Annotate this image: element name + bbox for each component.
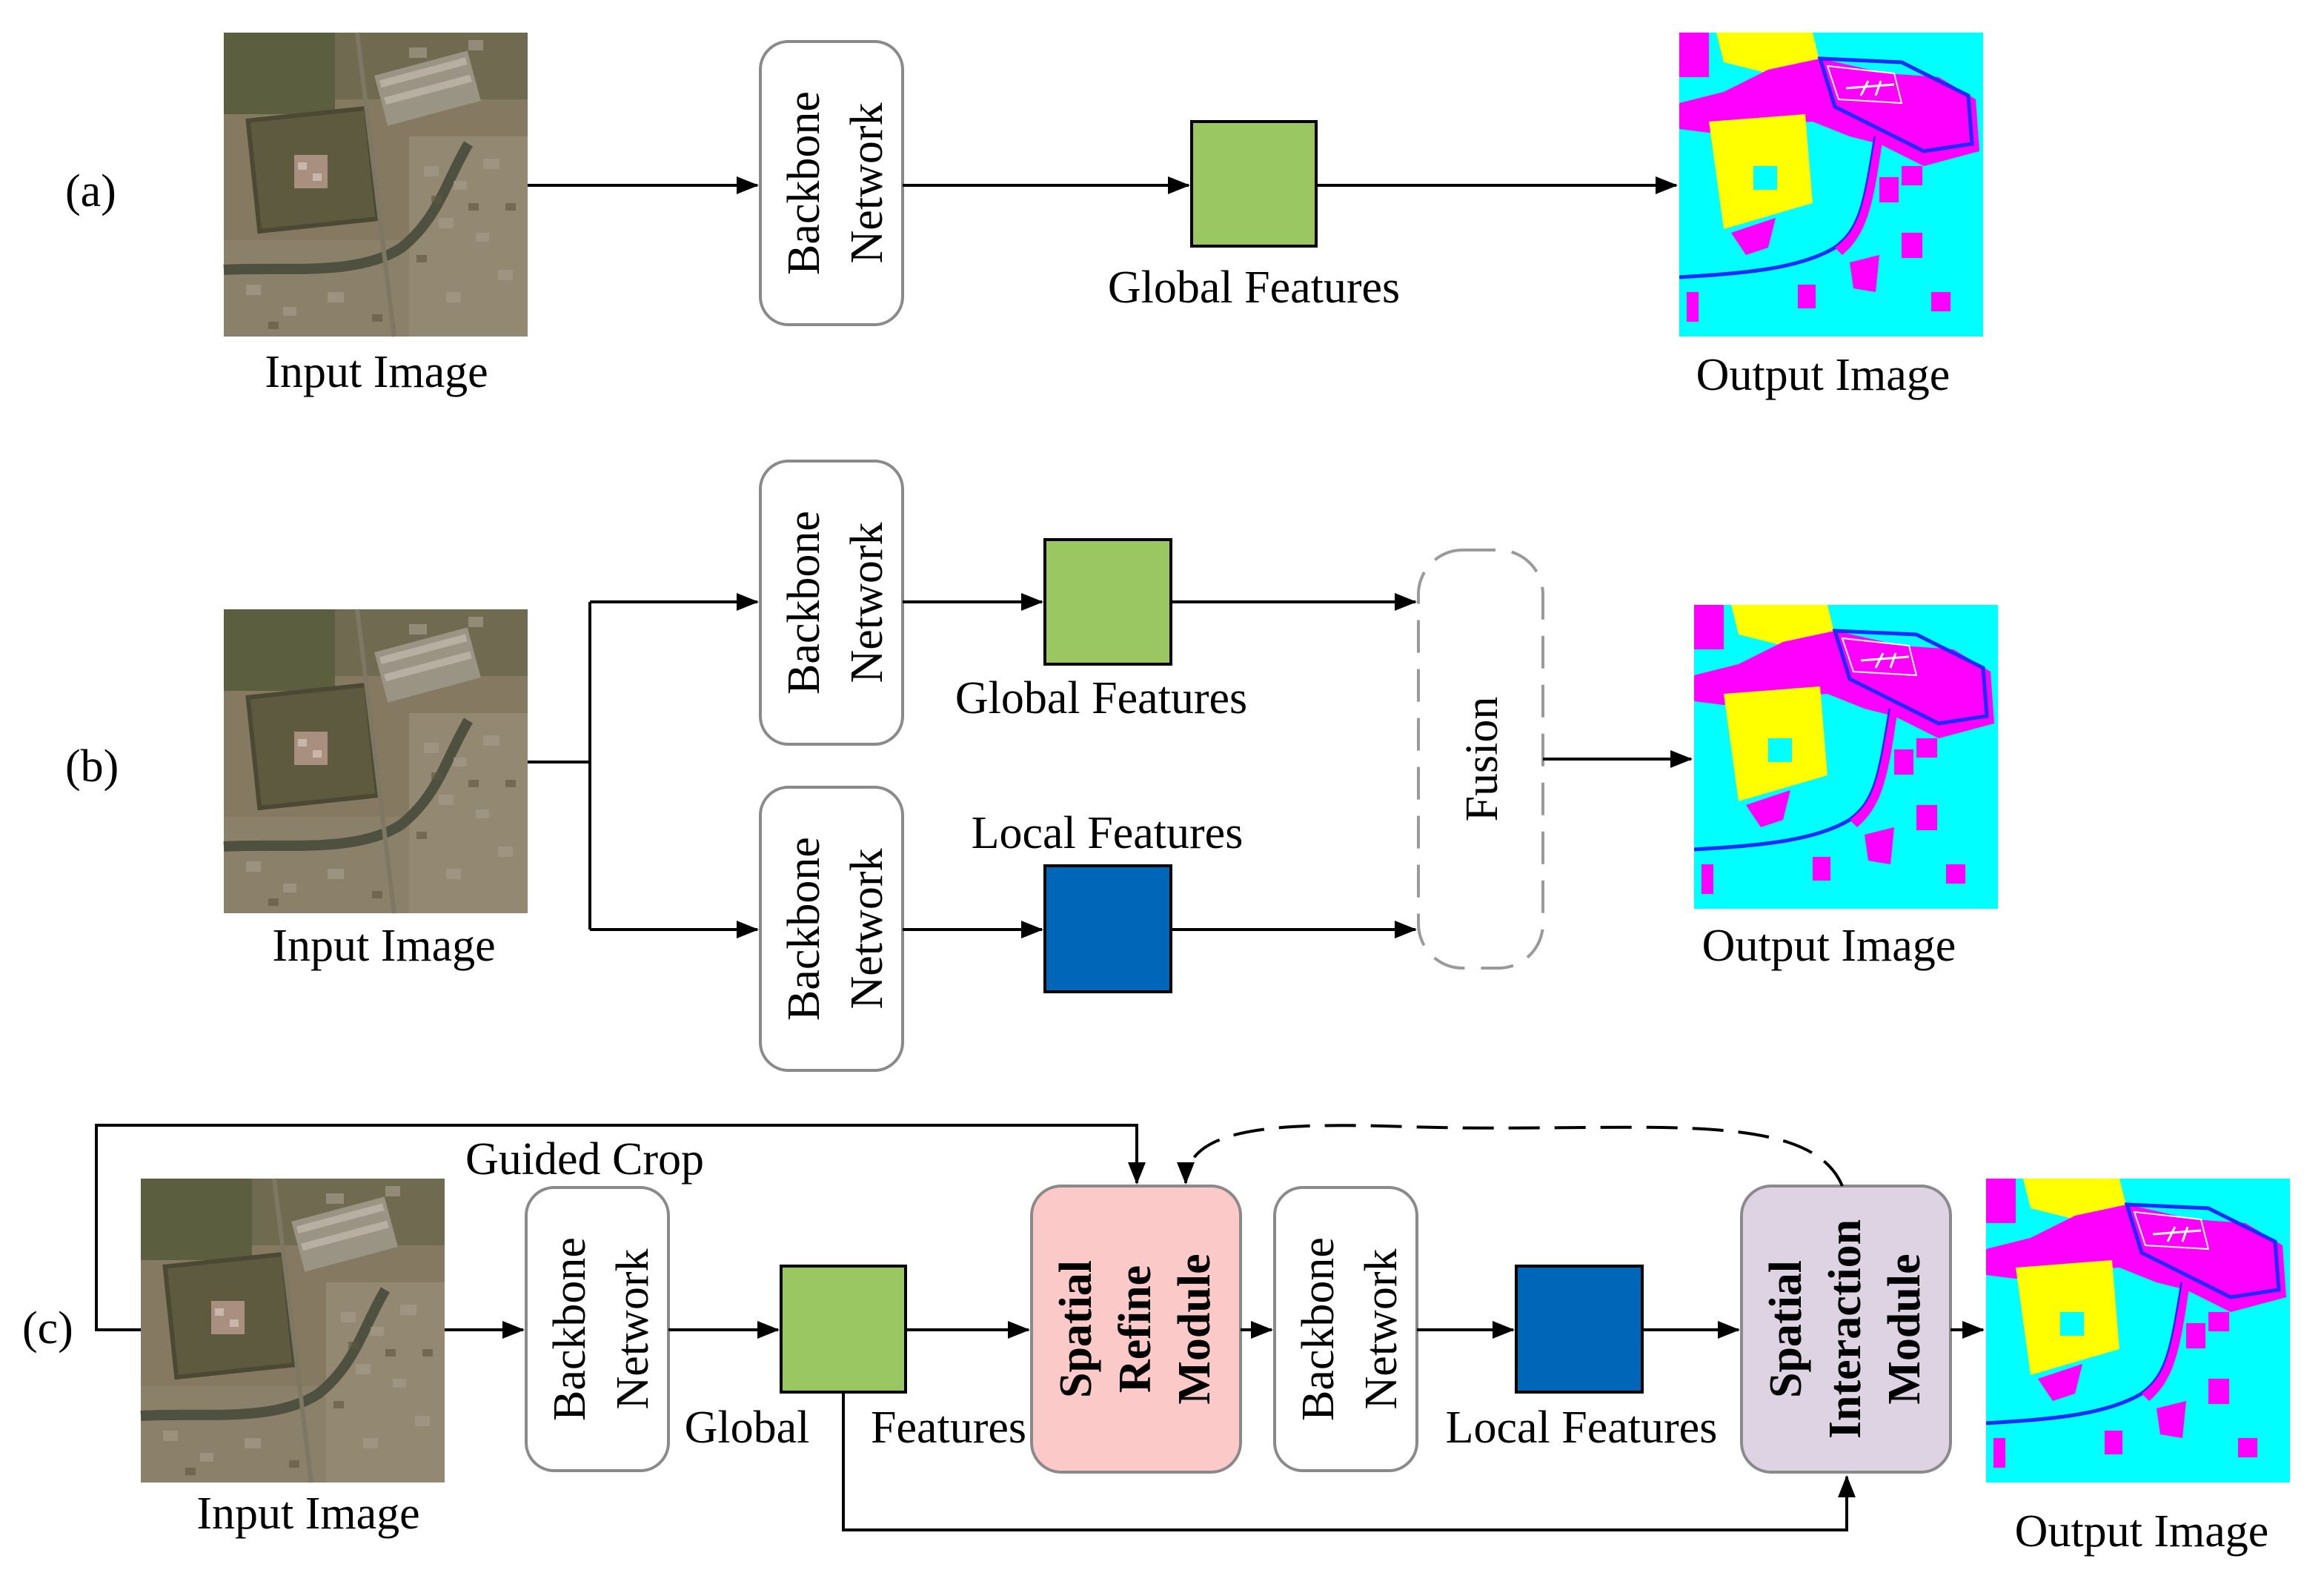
panel-b-local-features-caption: Local Features: [972, 808, 1244, 858]
panel-c: (c) Guided Crop Input Image Backbone Net…: [22, 1124, 2290, 1557]
panel-b-global-feature-block: [1043, 538, 1172, 666]
guided-crop-label: Guided Crop: [465, 1134, 704, 1185]
guided-crop-path: [95, 1124, 1146, 1331]
panel-c-dashed-feedback: [1177, 1124, 1844, 1187]
panel-b-output-caption: Output Image: [1702, 921, 1956, 971]
panel-b-local-feature-block: [1043, 864, 1172, 993]
panel-a-backbone-line1: Backbone: [779, 91, 829, 275]
spatial-interaction-module: Spatial Interaction Module: [1740, 1185, 1952, 1474]
panel-c-input-caption: Input Image: [196, 1488, 419, 1539]
panel-b-output-image: [1694, 605, 1998, 909]
panel-c-backbone-2-box: Backbone Network: [1273, 1186, 1418, 1472]
panel-a: (a) Input Image Backbone Network Global …: [65, 33, 1983, 400]
panel-a-input-image: [224, 33, 528, 337]
panel-c-backbone-2-line1: Backbone: [1293, 1237, 1344, 1421]
panel-c-output-image: [1986, 1179, 2290, 1483]
panel-a-label: (a): [65, 166, 116, 216]
interaction-module-line3: Module: [1879, 1253, 1930, 1404]
panel-c-skip-connection: [842, 1392, 1856, 1531]
panel-a-global-feature-block: [1190, 120, 1318, 248]
panel-c-backbone-1-box: Backbone Network: [525, 1186, 670, 1472]
panel-b-top-backbone-box: Backbone Network: [759, 460, 904, 746]
panel-c-input-image: [141, 1179, 445, 1483]
panel-b-top-backbone-line2: Network: [842, 523, 892, 683]
refine-module-line2: Refine: [1110, 1265, 1161, 1393]
refine-module-line1: Spatial: [1051, 1260, 1101, 1398]
panel-a-output-image: [1679, 33, 1983, 337]
panel-c-output-caption: Output Image: [2015, 1506, 2269, 1557]
panel-b-global-features-caption: Global Features: [955, 673, 1247, 723]
panel-b: (b) Input Image Backbone Network Global …: [65, 460, 1998, 1072]
panel-a-output-caption: Output Image: [1696, 350, 1950, 400]
panel-c-backbone-1-line2: Network: [608, 1249, 658, 1410]
refine-module-line3: Module: [1169, 1253, 1220, 1404]
panel-b-fusion-box: Fusion: [1417, 549, 1544, 970]
panel-b-input-caption: Input Image: [272, 921, 495, 971]
panel-c-local-feature-block: [1515, 1265, 1644, 1394]
panel-b-bottom-backbone-box: Backbone Network: [759, 786, 904, 1072]
panel-c-local-features-caption: Local Features: [1446, 1402, 1718, 1453]
panel-a-backbone-line2: Network: [842, 103, 892, 264]
panel-a-backbone-box: Backbone Network: [759, 40, 904, 326]
panel-b-label: (b): [65, 741, 119, 792]
interaction-module-line2: Interaction: [1820, 1219, 1870, 1439]
panel-c-label: (c): [22, 1303, 73, 1354]
panel-b-bottom-backbone-line1: Backbone: [779, 837, 829, 1021]
panel-b-top-backbone-line1: Backbone: [779, 511, 829, 695]
panel-c-global-feature-block: [780, 1265, 907, 1394]
panel-c-global-word: Global: [685, 1402, 810, 1453]
panel-b-fusion-label: Fusion: [1457, 697, 1507, 822]
interaction-module-line1: Spatial: [1761, 1260, 1811, 1398]
panel-c-features-word: Features: [871, 1402, 1026, 1453]
panel-a-input-caption: Input Image: [265, 347, 488, 397]
panel-c-backbone-2-line2: Network: [1356, 1249, 1407, 1410]
spatial-refine-module: Spatial Refine Module: [1030, 1185, 1242, 1474]
panel-b-bottom-backbone-line2: Network: [842, 849, 892, 1010]
panel-b-input-image: [224, 609, 528, 913]
panel-c-backbone-1-line1: Backbone: [545, 1237, 595, 1421]
panel-a-global-features-caption: Global Features: [1108, 262, 1400, 313]
